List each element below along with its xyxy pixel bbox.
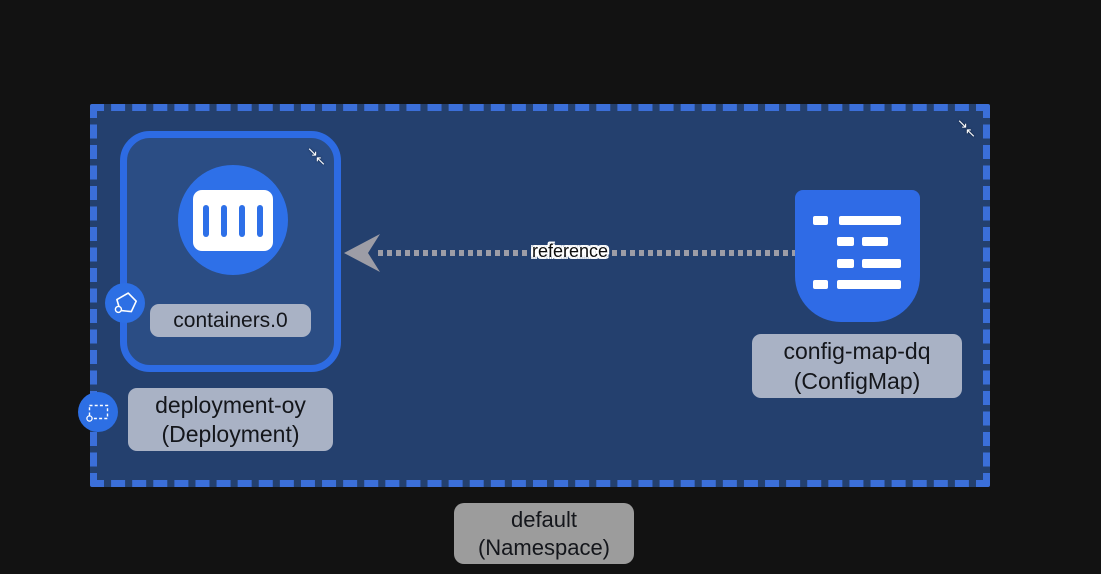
namespace-kind: (Namespace) (477, 534, 611, 560)
arrow-down-right-icon: ↘ (957, 116, 968, 131)
container-barcode-icon (193, 190, 273, 251)
container-node[interactable] (178, 165, 288, 275)
pod-badge[interactable] (105, 283, 145, 323)
arrow-down-right-icon: ↘ (307, 144, 318, 159)
configmap-name: config-map-dq (783, 338, 931, 364)
namespace-node-label[interactable]: default (Namespace) (454, 503, 634, 564)
arrow-up-left-icon: ↖ (965, 125, 976, 140)
deployment-collapse-icon[interactable]: ↘ ↖ (305, 144, 331, 170)
deployment-kind: (Deployment) (161, 420, 300, 447)
deployment-node-label[interactable]: deployment-oy (Deployment) (128, 388, 333, 451)
container-name: containers.0 (173, 308, 288, 332)
namespace-name: default (510, 506, 578, 532)
deployment-name: deployment-oy (155, 391, 306, 418)
pod-pentagon-icon (114, 291, 137, 313)
namespace-collapse-icon[interactable]: ↘ ↖ (955, 116, 981, 142)
deployment-dashed-rect-icon (86, 404, 109, 422)
container-node-label[interactable]: containers.0 (150, 304, 311, 337)
edge-label: reference (531, 241, 609, 261)
edge-dotted-line (378, 250, 795, 256)
arrow-up-left-icon: ↖ (315, 153, 326, 168)
configmap-node-label[interactable]: config-map-dq (ConfigMap) (752, 334, 962, 398)
deployment-badge[interactable] (78, 392, 118, 432)
configmap-kind: (ConfigMap) (793, 368, 921, 394)
configmap-node[interactable] (795, 190, 920, 322)
arrowhead-left-icon (344, 234, 380, 272)
